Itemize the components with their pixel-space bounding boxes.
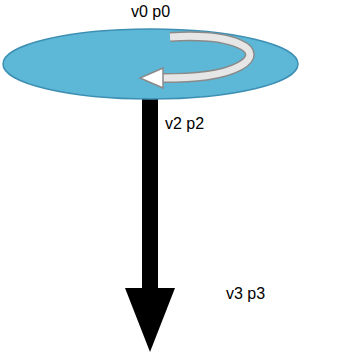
- rotating-disc: v0 p0: [2, 28, 299, 100]
- arrow-shaft: [142, 98, 158, 290]
- rotation-band: [162, 36, 250, 78]
- disc-shape: [2, 28, 299, 100]
- disc-ellipse: [3, 29, 298, 99]
- quantity-label: v2 p2: [165, 114, 204, 133]
- quantity-label: v3 p3: [226, 284, 265, 303]
- arrow-head: [125, 288, 175, 352]
- rotation-band-fill: [162, 36, 250, 78]
- rotation-arrowhead: [140, 68, 163, 88]
- disc-label: v0 p0: [2, 2, 299, 21]
